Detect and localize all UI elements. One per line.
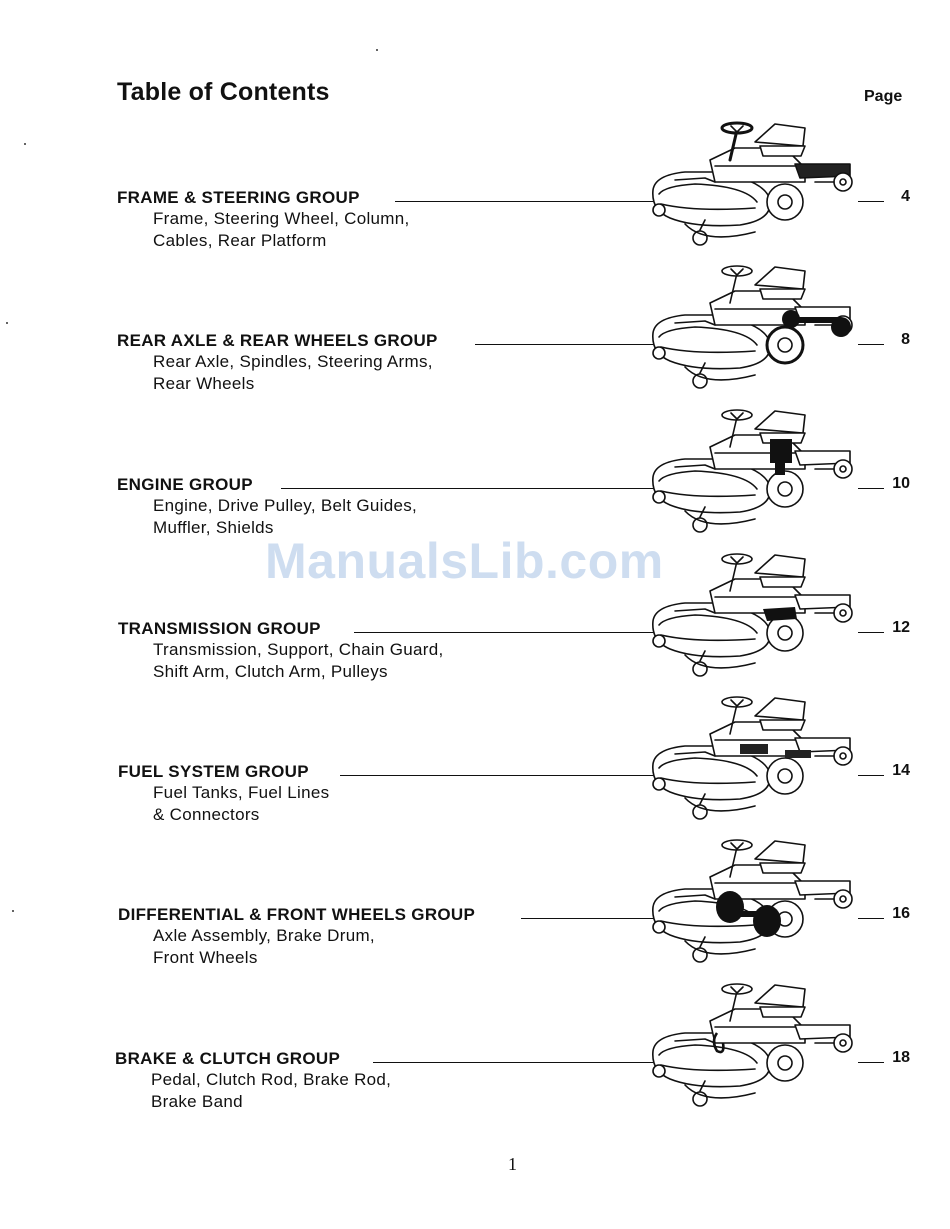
scan-speck xyxy=(6,322,8,324)
toc-page-number: 4 xyxy=(901,188,910,205)
toc-group-title: FRAME & STEERING GROUP xyxy=(117,188,360,207)
toc-subitem: Engine, Drive Pulley, Belt Guides, xyxy=(153,496,418,515)
toc-group-title: TRANSMISSION GROUP xyxy=(118,619,321,638)
toc-entry: ENGINE GROUP Engine, Drive Pulley, Belt G… xyxy=(0,409,950,595)
toc-subitem: Transmission, Support, Chain Guard, xyxy=(153,640,444,659)
toc-subitem: Rear Axle, Spindles, Steering Arms, xyxy=(153,352,433,371)
toc-subitem: & Connectors xyxy=(153,805,260,824)
toc-group-title: REAR AXLE & REAR WHEELS GROUP xyxy=(117,331,438,350)
mower-illustration xyxy=(645,263,860,408)
watermark: ManualsLib.com xyxy=(265,533,664,589)
toc-entry: FRAME & STEERING GROUP Frame, Steering Wh… xyxy=(0,121,950,308)
toc-subitem: Brake Band xyxy=(151,1092,243,1111)
mower-illustration xyxy=(645,981,860,1126)
footer-page-number: 1 xyxy=(508,1154,517,1174)
toc-page-number: 8 xyxy=(901,331,910,348)
leader-line xyxy=(521,918,660,919)
mower-illustration xyxy=(645,694,860,839)
toc-entry: FUEL SYSTEM GROUP Fuel Tanks, Fuel Lines &… xyxy=(0,696,950,882)
toc-subitem: Frame, Steering Wheel, Column, xyxy=(153,209,410,228)
leader-line xyxy=(373,1062,660,1063)
toc-subitem: Muffler, Shields xyxy=(153,518,274,537)
toc-subitem: Axle Assembly, Brake Drum, xyxy=(153,926,375,945)
mower-illustration xyxy=(645,120,860,265)
page-column-heading: Page xyxy=(864,88,903,105)
leader-line xyxy=(858,775,884,776)
toc-group-title: BRAKE & CLUTCH GROUP xyxy=(115,1049,341,1068)
toc-page-number: 12 xyxy=(892,619,910,636)
leader-line xyxy=(281,488,660,489)
scan-speck xyxy=(376,49,378,51)
leader-line xyxy=(858,632,884,633)
leader-line xyxy=(858,201,884,202)
toc-subitem: Shift Arm, Clutch Arm, Pulleys xyxy=(153,662,388,681)
toc-page-number: 16 xyxy=(892,905,910,922)
toc-group-title: FUEL SYSTEM GROUP xyxy=(118,762,309,781)
toc-subitem: Cables, Rear Platform xyxy=(153,231,327,250)
leader-line xyxy=(395,201,660,202)
toc-entry: BRAKE & CLUTCH GROUP Pedal, Clutch Rod, B… xyxy=(0,983,950,1169)
mower-illustration xyxy=(645,837,860,982)
toc-page-number: 10 xyxy=(892,475,910,492)
leader-line xyxy=(475,344,660,345)
toc-subitem: Front Wheels xyxy=(153,948,258,967)
toc-entry: REAR AXLE & REAR WHEELS GROUP Rear Axle, … xyxy=(0,265,950,451)
toc-subitem: Fuel Tanks, Fuel Lines xyxy=(153,783,330,802)
scan-speck xyxy=(12,910,14,912)
leader-line xyxy=(858,1062,884,1063)
toc-entry: TRANSMISSION GROUP Transmission, Support,… xyxy=(0,553,950,739)
leader-line xyxy=(340,775,660,776)
scan-speck xyxy=(24,143,26,145)
mower-illustration xyxy=(645,551,860,696)
mower-illustration xyxy=(645,407,860,552)
toc-group-title: ENGINE GROUP xyxy=(117,475,253,494)
toc-entry: DIFFERENTIAL & FRONT WHEELS GROUP Axle As… xyxy=(0,839,950,1025)
toc-subitem: Rear Wheels xyxy=(153,374,255,393)
leader-line xyxy=(858,344,884,345)
toc-page-number: 14 xyxy=(892,762,910,779)
toc-page-number: 18 xyxy=(892,1049,910,1066)
toc-group-title: DIFFERENTIAL & FRONT WHEELS GROUP xyxy=(118,905,476,924)
leader-line xyxy=(858,918,884,919)
toc-subitem: Pedal, Clutch Rod, Brake Rod, xyxy=(151,1070,392,1089)
page-title: Table of Contents xyxy=(117,78,330,106)
leader-line xyxy=(858,488,884,489)
leader-line xyxy=(354,632,660,633)
